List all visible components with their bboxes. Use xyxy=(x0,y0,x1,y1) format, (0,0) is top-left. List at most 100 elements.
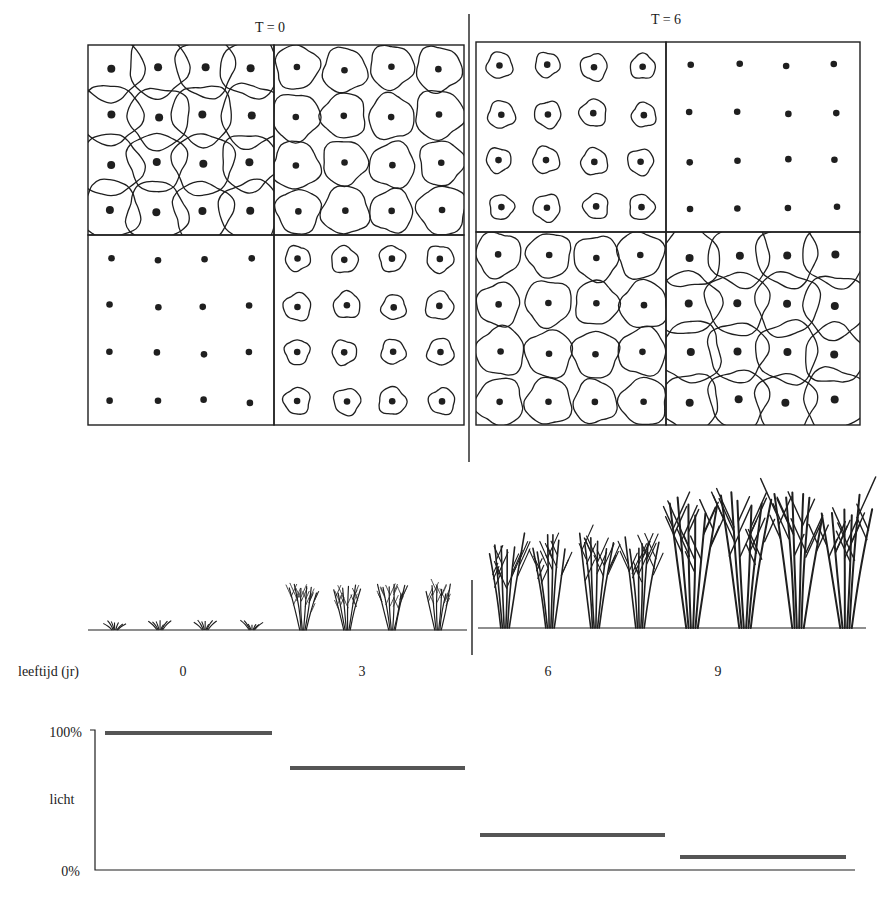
plant-dot xyxy=(495,157,502,164)
seedling xyxy=(148,620,171,630)
crown-outline xyxy=(490,195,515,219)
plant-dot xyxy=(785,111,792,118)
crown-outline xyxy=(476,282,519,327)
crown-outline xyxy=(571,331,620,378)
plot-quadrant xyxy=(274,45,464,235)
plant-dot xyxy=(247,400,254,407)
plant-dot xyxy=(438,159,445,166)
plant-dot xyxy=(545,398,552,405)
crown-outline xyxy=(88,179,141,235)
plant-dot xyxy=(341,159,348,166)
plant-dot xyxy=(637,158,644,165)
seedling xyxy=(103,621,126,630)
plant-dot xyxy=(198,207,206,215)
plant-dot xyxy=(783,348,791,356)
crown-outline xyxy=(379,246,406,272)
crown-outline xyxy=(332,245,359,272)
crown-outline xyxy=(426,338,454,365)
plant-dot xyxy=(591,159,598,166)
plant-dot xyxy=(498,111,505,118)
plant-dot xyxy=(340,113,347,120)
plant-dot xyxy=(294,398,301,405)
plant-dot xyxy=(640,398,647,405)
plant-dot xyxy=(495,251,502,258)
crown-outline xyxy=(416,91,464,141)
plant-dot xyxy=(199,160,207,168)
axis-title: licht xyxy=(50,792,75,807)
plant-dot xyxy=(831,302,839,310)
plant-dot xyxy=(545,300,552,307)
crown-outline xyxy=(171,86,231,148)
crown-outline xyxy=(630,53,655,78)
plot-border xyxy=(274,235,464,425)
plant-dot xyxy=(637,252,644,259)
shrub xyxy=(712,489,775,628)
axis-title: leeftijd (jr) xyxy=(18,664,79,679)
crown-outline xyxy=(428,388,454,415)
crown-outline xyxy=(333,389,360,416)
plant-dot xyxy=(497,348,504,355)
crown-outline xyxy=(476,378,523,425)
crown-outline xyxy=(223,136,274,193)
plant-dot xyxy=(831,395,839,403)
plant-dot xyxy=(388,208,395,215)
crown-outline xyxy=(631,102,656,127)
plant-dot xyxy=(155,113,163,121)
plant-dot xyxy=(439,398,446,405)
light-level-bar xyxy=(105,731,272,735)
plant-dot xyxy=(155,304,162,311)
crown-outline xyxy=(617,377,665,424)
plant-dot xyxy=(201,351,208,358)
plant-dot xyxy=(736,252,744,260)
plant-dot xyxy=(496,62,503,69)
crown-outline xyxy=(803,276,860,340)
plant-dot xyxy=(248,255,255,262)
plant-dot xyxy=(246,207,254,215)
plot-border xyxy=(476,42,666,232)
crown-outline xyxy=(618,326,665,376)
plant-dot xyxy=(498,204,505,211)
plant-dot xyxy=(106,206,114,214)
plant-dot xyxy=(198,111,206,119)
crown-outline xyxy=(486,52,513,78)
crown-outline xyxy=(126,133,188,191)
plant-dot xyxy=(687,206,694,213)
plant-dot xyxy=(107,161,115,169)
plant-dot xyxy=(245,158,253,166)
plot-quadrant xyxy=(283,245,455,415)
crown-outline xyxy=(486,148,511,174)
crown-outline xyxy=(319,93,365,138)
plant-dot xyxy=(437,256,444,263)
plot-border xyxy=(666,42,860,232)
crown-outline xyxy=(283,387,311,414)
shrub xyxy=(377,584,407,630)
plot-quadrant xyxy=(476,232,666,425)
plant-dot xyxy=(390,349,397,356)
plant-dot xyxy=(781,399,789,407)
plant-dot xyxy=(389,162,396,169)
plant-dot xyxy=(831,250,839,258)
plant-dot xyxy=(592,399,599,406)
plant-dot xyxy=(106,301,113,308)
plant-dot xyxy=(293,162,300,169)
plant-dot xyxy=(686,254,694,262)
crown-outline xyxy=(324,142,369,187)
plant-dot xyxy=(435,66,442,73)
plant-dot xyxy=(344,398,351,405)
plot-border xyxy=(476,232,666,425)
plant-dot xyxy=(106,397,113,404)
plant-dot xyxy=(686,399,694,407)
crown-outline xyxy=(533,146,560,174)
plant-dot xyxy=(591,64,598,71)
axis-tick: 0% xyxy=(61,864,80,879)
crown-outline xyxy=(218,179,274,235)
crown-outline xyxy=(275,45,321,89)
divider-line xyxy=(468,14,469,462)
plant-dot xyxy=(734,205,741,212)
plant-dot xyxy=(439,207,446,214)
plant-dot xyxy=(833,110,840,117)
plant-dot xyxy=(155,397,162,404)
ground-line xyxy=(478,627,866,628)
crown-outline xyxy=(580,54,607,82)
plant-dot xyxy=(734,347,742,355)
